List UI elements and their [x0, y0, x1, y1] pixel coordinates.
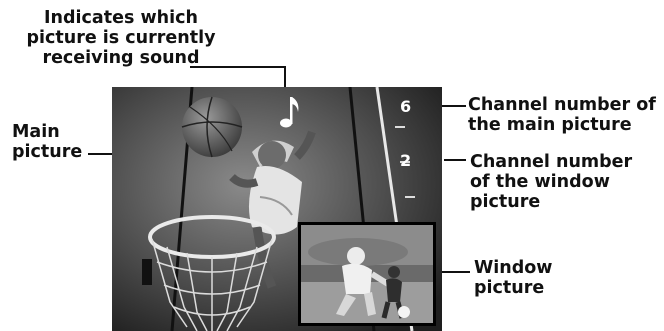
callout-main-channel: Channel number of the main picture [468, 95, 656, 135]
leader-line-window-picture [440, 271, 470, 273]
music-note-icon [280, 97, 299, 128]
callout-line: Window [474, 258, 553, 278]
leader-line-main-channel [440, 105, 466, 107]
callout-line: picture [470, 192, 541, 212]
child-image [381, 266, 410, 319]
main-channel-number: 6 [400, 97, 412, 116]
callout-line: Indicates which [44, 8, 198, 28]
callout-line: receiving sound [42, 48, 200, 68]
callout-line: picture is currently [26, 28, 216, 48]
leader-line-main-picture [88, 153, 114, 155]
football-player-image [336, 247, 390, 316]
callout-line: of the window [470, 172, 610, 192]
callout-line: Channel number [470, 152, 633, 172]
leader-line-window-channel [444, 159, 466, 161]
callout-line: picture [12, 142, 83, 162]
callout-window-picture: Window picture [474, 258, 552, 298]
callout-window-channel: Channel number of the window picture [470, 152, 632, 212]
leader-line-sound-vertical [284, 66, 286, 90]
callout-line: Main [12, 122, 60, 142]
basketball-hoop-image [148, 215, 276, 331]
window-picture [298, 222, 436, 326]
window-channel-number: 2 [400, 151, 412, 170]
callout-main-picture: Main picture [12, 122, 82, 162]
callout-sound-indicator: Indicates which picture is currently rec… [16, 8, 226, 68]
callout-line: picture [474, 278, 545, 298]
callout-line: Channel number of [468, 95, 656, 115]
leader-line-sound-horizontal [190, 66, 286, 68]
callout-line: the main picture [468, 115, 632, 135]
basketball-image [181, 96, 243, 158]
player-image [229, 130, 316, 289]
